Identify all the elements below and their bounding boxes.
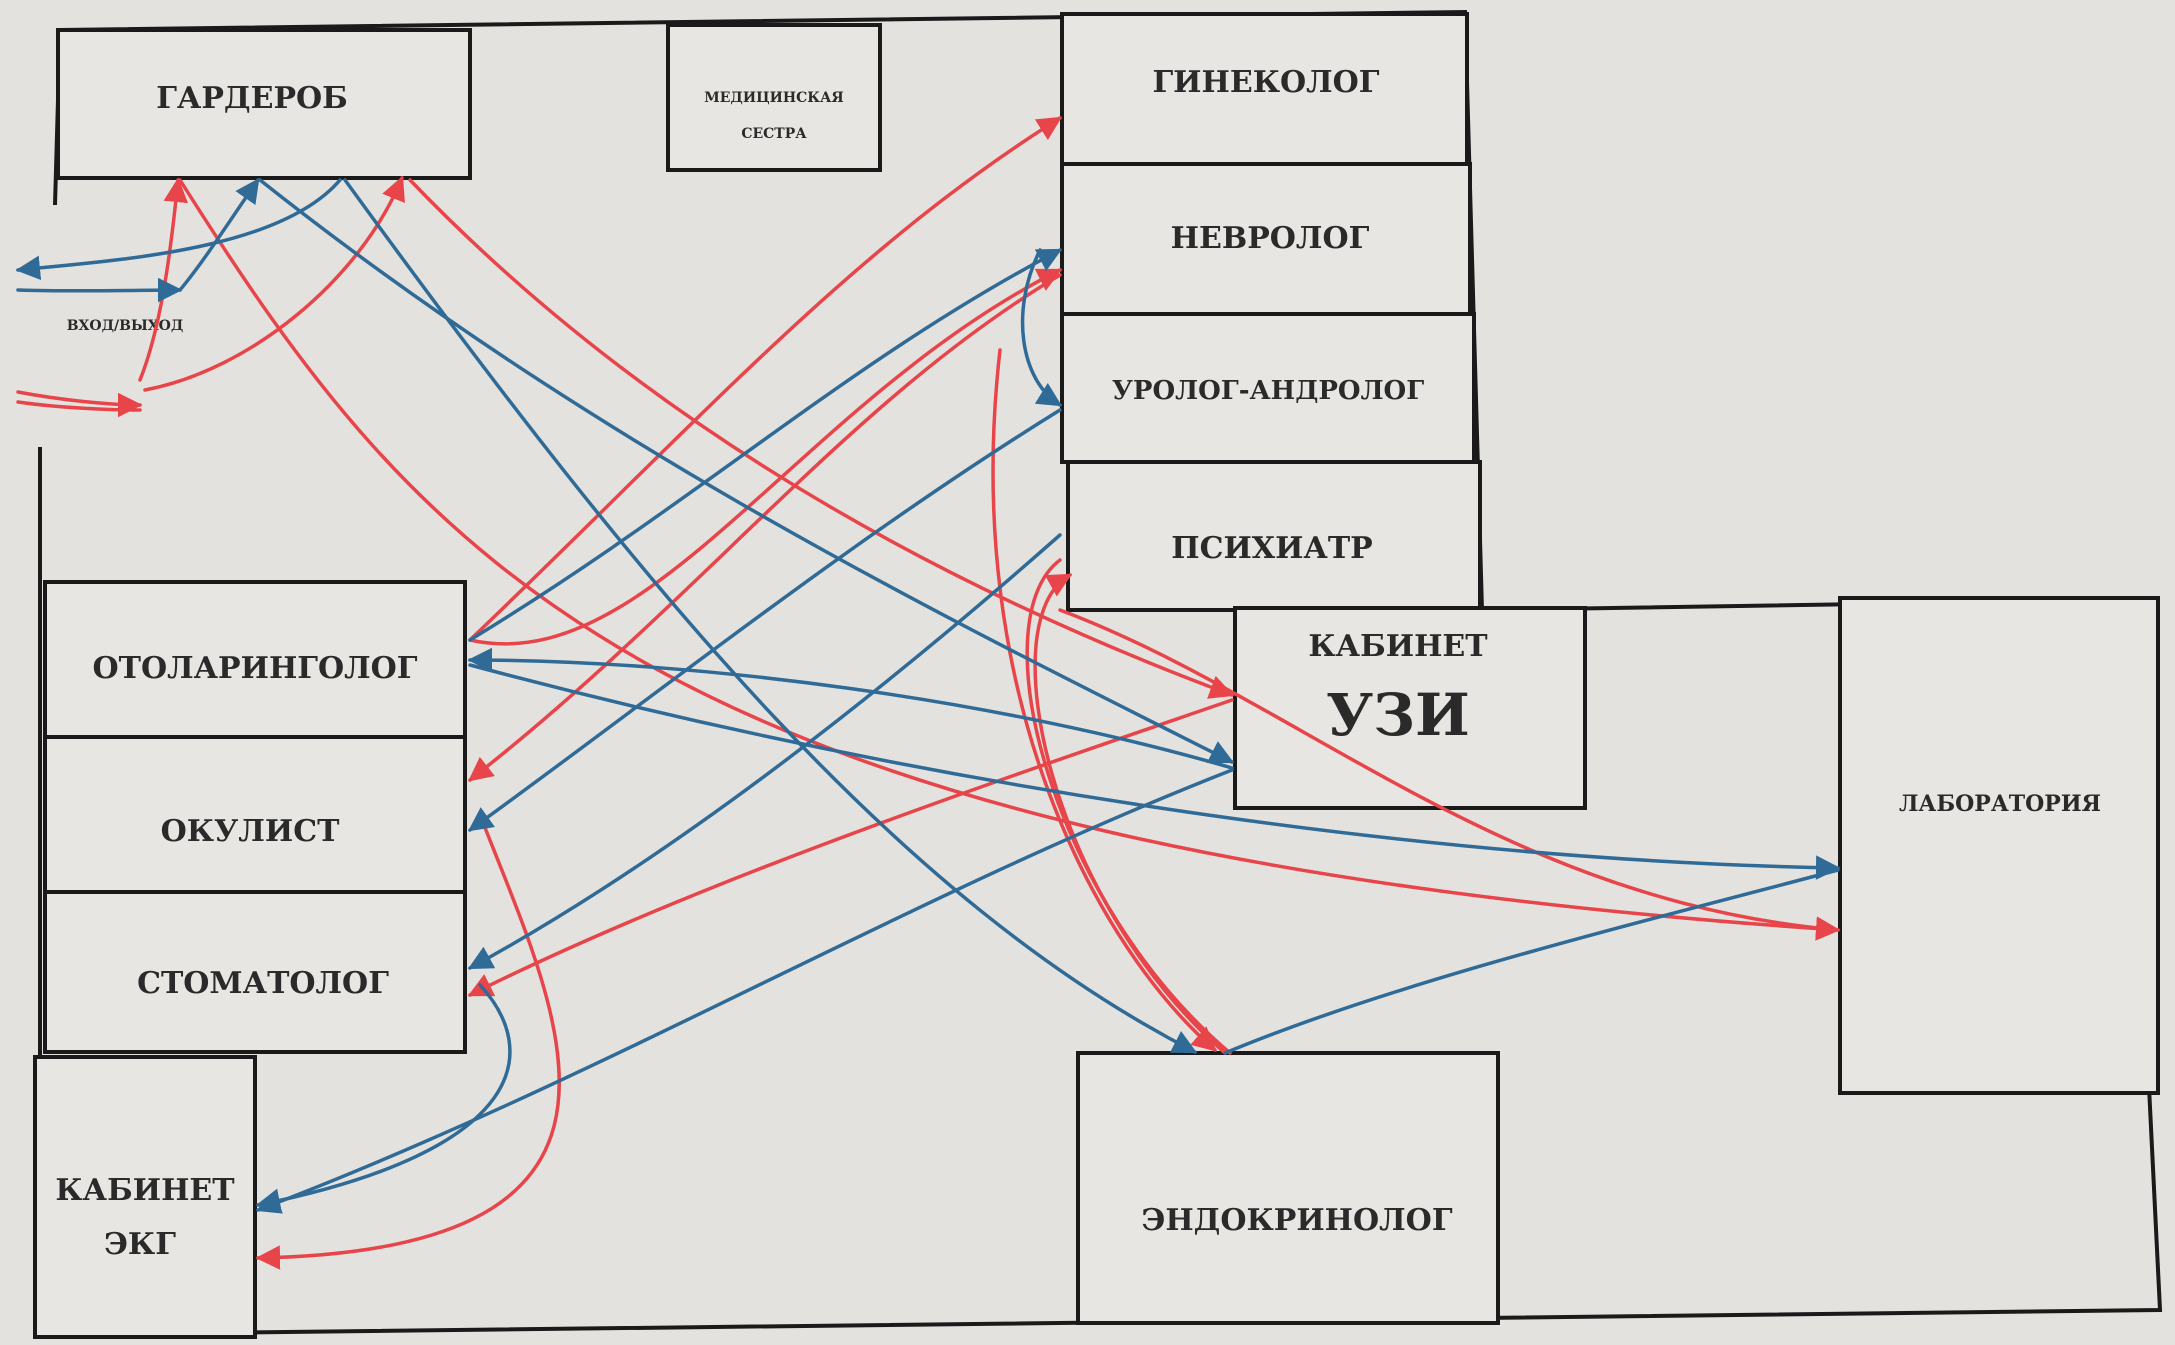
room-label: СЕСТРА xyxy=(741,126,807,142)
blue-route-entry-garderob xyxy=(178,177,260,292)
blue-route-garderob-uzi xyxy=(258,178,1235,764)
room-label: ЛАБОРАТОРИЯ xyxy=(1899,791,2101,817)
room-label: КАБИНЕТ xyxy=(1308,629,1488,664)
room-label: МЕДИЦИНСКАЯ xyxy=(704,90,843,106)
room-label: ОКУЛИСТ xyxy=(161,814,341,849)
red-route-to-garderob xyxy=(138,177,188,382)
room-garderob: ГАРДЕРОБ xyxy=(56,28,472,180)
room-otolaringolog: ОТОЛАРИНГОЛОГ xyxy=(43,580,467,739)
blue-route-endo-lab xyxy=(1223,868,1840,1055)
room-label: ГИНЕКОЛОГ xyxy=(1152,65,1379,100)
room-ginekolog: ГИНЕКОЛОГ xyxy=(1060,12,1469,166)
blue-route-uzi-oto xyxy=(467,647,1234,770)
room-label: НЕВРОЛОГ xyxy=(1171,221,1370,256)
red-route-uzi-stomatolog xyxy=(467,698,1234,997)
blue-route-uzi-ekg xyxy=(255,768,1234,1214)
blue-route-exit xyxy=(15,178,342,281)
room-label: УЗИ xyxy=(1326,681,1470,749)
red-route-garderob-ginekolog xyxy=(468,116,1063,642)
blue-route-oto-nevrolog xyxy=(468,248,1063,642)
red-route-urolog-endo xyxy=(991,348,1217,1052)
room-label: ГАРДЕРОБ xyxy=(156,81,348,116)
red-route-to-garderob-2 xyxy=(143,175,405,392)
entrance-label: ВХОД/ВЫХОД xyxy=(67,318,184,334)
blue-route-oto-lab xyxy=(468,663,1841,880)
room-nevrolog: НЕВРОЛОГ xyxy=(1060,162,1472,316)
room-label: КАБИНЕТ xyxy=(55,1173,235,1208)
red-route-oto-nevrolog xyxy=(468,268,1063,646)
room-label: ЭНДОКРИНОЛОГ xyxy=(1141,1203,1452,1238)
red-route-entry-in xyxy=(16,390,143,418)
room-label: СТОМАТОЛОГ xyxy=(137,966,389,1001)
red-route-entry-in-2 xyxy=(16,400,142,412)
room-label: ПСИХИАТР xyxy=(1171,531,1373,566)
red-route-ekg-loop xyxy=(255,813,562,1270)
room-ekg: КАБИНЕТ ЭКГ xyxy=(33,1055,257,1339)
room-endokrinolog: ЭНДОКРИНОЛОГ xyxy=(1076,1051,1500,1325)
red-route-psihiatr-endo xyxy=(1025,558,1232,1055)
blue-route-nevrolog-loop xyxy=(1020,248,1063,407)
room-okulist: ОКУЛИСТ xyxy=(43,735,467,894)
room-stomatolog: СТОМАТОЛОГ xyxy=(43,890,467,1054)
blue-route-garderob-endo xyxy=(343,178,1198,1054)
blue-route-psihiatr-stomatolog xyxy=(467,533,1062,970)
room-label: ЭКГ xyxy=(104,1227,176,1262)
blue-route-urolog-okulist xyxy=(468,408,1062,832)
red-route-okulist-urolog xyxy=(468,273,1062,782)
blue-route-entry xyxy=(16,277,183,303)
red-route-endo-psihiatr xyxy=(1033,573,1227,1055)
room-laboratoriya: ЛАБОРАТОРИЯ xyxy=(1838,596,2160,1095)
room-label: ОТОЛАРИНГОЛОГ xyxy=(92,651,417,686)
room-uzi: КАБИНЕТ УЗИ xyxy=(1233,606,1587,810)
red-route-garderob-uzi xyxy=(408,178,1235,699)
room-med-sestra: МЕДИЦИНСКАЯ СЕСТРА xyxy=(666,23,882,172)
blue-routes xyxy=(15,177,1841,1214)
room-urolog: УРОЛОГ-АНДРОЛОГ xyxy=(1060,312,1476,464)
blue-route-stomatolog-ekg xyxy=(255,983,512,1213)
room-label: УРОЛОГ-АНДРОЛОГ xyxy=(1112,376,1424,406)
room-psihiatr: ПСИХИАТР xyxy=(1066,460,1482,612)
